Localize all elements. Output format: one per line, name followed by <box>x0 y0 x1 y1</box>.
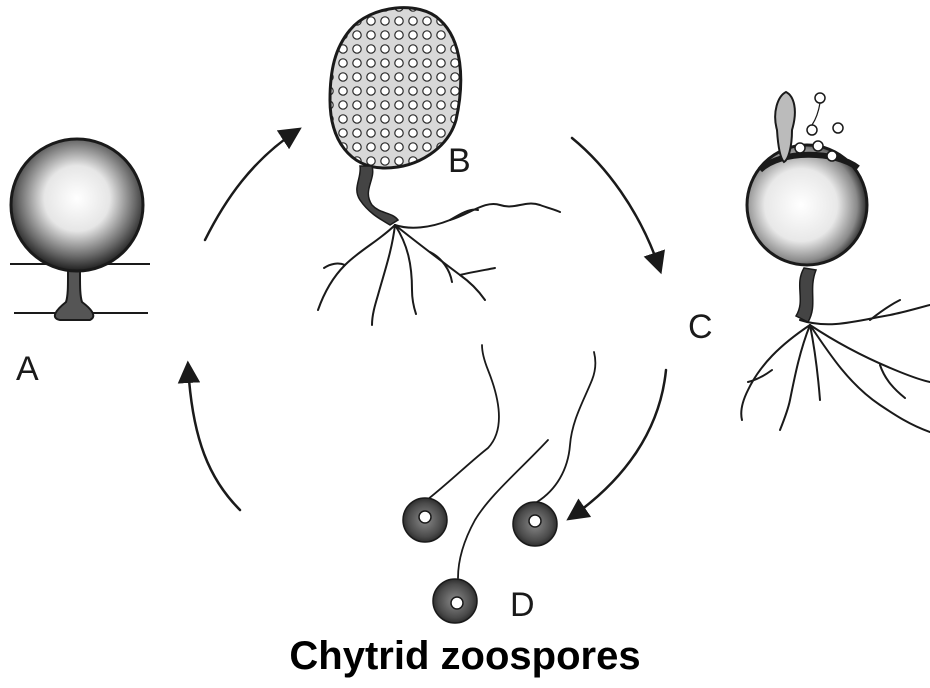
diagram-caption: Chytrid zoospores <box>0 636 930 676</box>
arrow-a-to-b <box>205 130 298 240</box>
stage-a-sporangium <box>10 139 150 320</box>
label-b: B <box>448 144 471 178</box>
label-d: D <box>510 588 535 622</box>
stage-b-zoosporangium <box>318 8 560 325</box>
arrow-c-to-d <box>570 370 666 518</box>
stage-d-zoospores <box>403 345 595 623</box>
arrow-b-to-c <box>572 138 660 270</box>
arrow-d-to-a <box>188 365 240 510</box>
label-a: A <box>16 352 39 386</box>
label-c: C <box>688 310 713 344</box>
stage-c-sporangium <box>741 92 930 432</box>
cycle-arrows <box>188 130 666 518</box>
